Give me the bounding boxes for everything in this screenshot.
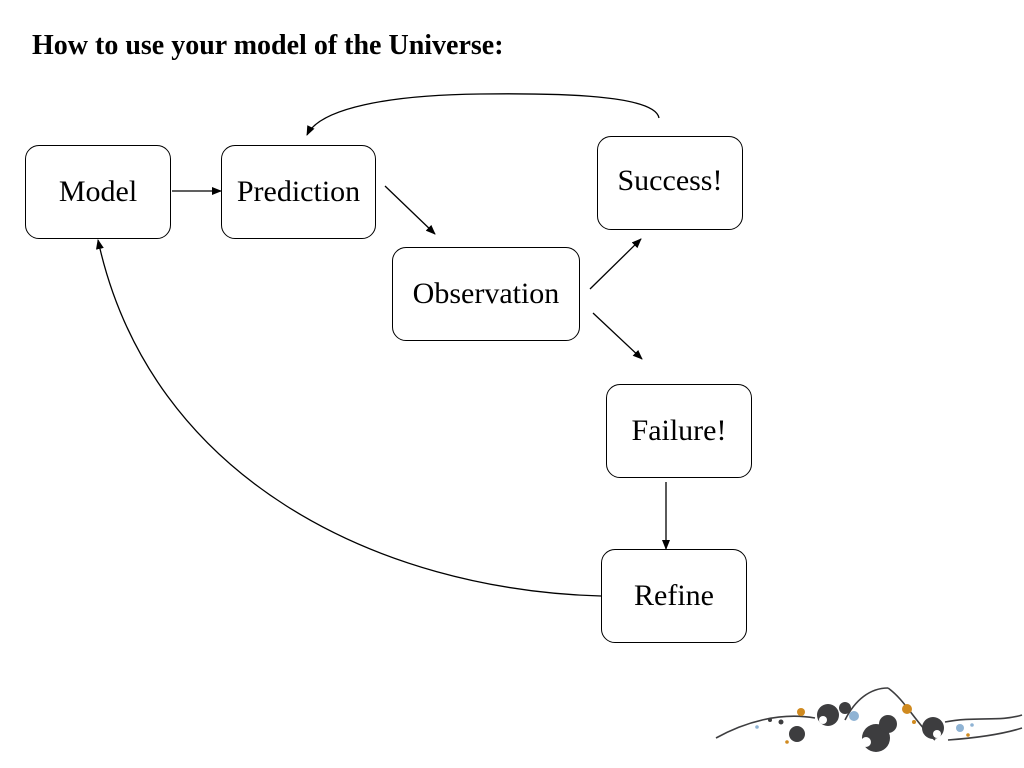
slide-title: How to use your model of the Universe: xyxy=(32,30,504,61)
observation-box: Observation xyxy=(392,247,580,341)
failure-box: Failure! xyxy=(606,384,752,478)
success-label: Success! xyxy=(617,164,723,197)
arrow-refine-to-model xyxy=(96,239,602,597)
arrow-observation-to-success xyxy=(589,238,642,290)
arrow-success-to-prediction xyxy=(306,93,660,136)
logo-dark-blobs xyxy=(768,702,944,752)
model-box: Model xyxy=(25,145,171,239)
observation-label: Observation xyxy=(412,277,560,310)
arrow-prediction-to-observation xyxy=(384,185,436,235)
logo-blue-dots xyxy=(755,711,974,732)
failure-label: Failure! xyxy=(631,414,727,447)
success-box: Success! xyxy=(597,136,743,230)
logo-white-notches xyxy=(819,716,941,747)
model-label: Model xyxy=(58,175,138,208)
logo-orange-dots xyxy=(785,704,970,744)
arrow-observation-to-failure xyxy=(592,312,643,360)
prediction-label: Prediction xyxy=(236,175,361,208)
refine-label: Refine xyxy=(634,579,714,612)
prediction-box: Prediction xyxy=(221,145,376,239)
refine-box: Refine xyxy=(601,549,747,643)
